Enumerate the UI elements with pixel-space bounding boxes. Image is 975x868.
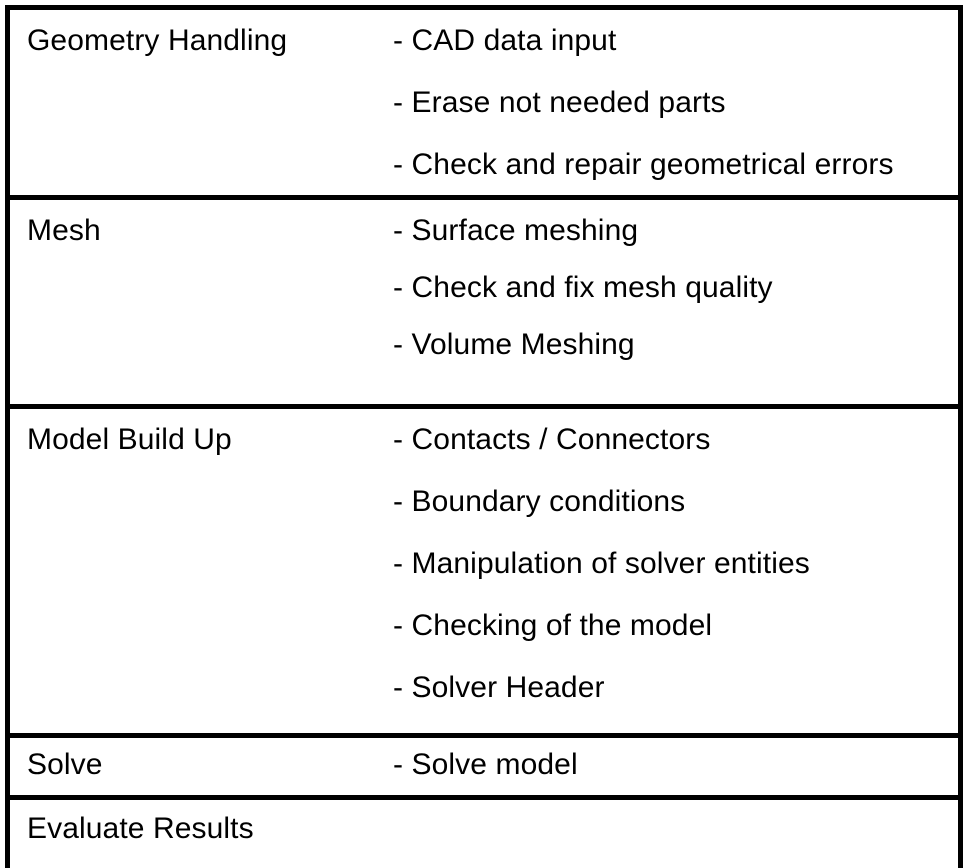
process-table: Geometry Handling - CAD data input - Era… bbox=[5, 5, 963, 868]
table-row: Geometry Handling - CAD data input - Era… bbox=[10, 10, 958, 200]
stage-cell-solve: Solve bbox=[10, 738, 393, 790]
table-row: Model Build Up - Contacts / Connectors -… bbox=[10, 409, 958, 738]
task-item: - Boundary conditions bbox=[393, 485, 686, 518]
stage-label: Geometry Handling bbox=[27, 24, 288, 57]
stage-label: Evaluate Results bbox=[27, 812, 254, 845]
task-item: - Erase not needed parts bbox=[393, 86, 726, 119]
task-item: - Manipulation of solver entities bbox=[393, 547, 810, 580]
stage-label: Mesh bbox=[27, 214, 101, 247]
stage-cell-mesh: Mesh bbox=[10, 200, 393, 248]
task-item: - Volume Meshing bbox=[393, 328, 635, 361]
stage-cell-evaluate-results: Evaluate Results bbox=[10, 800, 393, 860]
task-item: - Surface meshing bbox=[393, 214, 639, 247]
stage-cell-geometry-handling: Geometry Handling bbox=[10, 10, 393, 58]
task-cell-geometry-handling: - CAD data input - Erase not needed part… bbox=[393, 10, 958, 194]
task-item: - Solve model bbox=[393, 748, 578, 781]
table-row: Evaluate Results bbox=[10, 800, 958, 868]
task-cell-model-build-up: - Contacts / Connectors - Boundary condi… bbox=[393, 409, 958, 717]
task-item: - Checking of the model bbox=[393, 609, 713, 642]
task-cell-mesh: - Surface meshing - Check and fix mesh q… bbox=[393, 200, 958, 374]
stage-cell-model-build-up: Model Build Up bbox=[10, 409, 393, 457]
task-cell-evaluate-results bbox=[393, 800, 958, 826]
task-item: - Check and fix mesh quality bbox=[393, 271, 773, 304]
stage-label: Model Build Up bbox=[27, 423, 232, 456]
table-row: Mesh - Surface meshing - Check and fix m… bbox=[10, 200, 958, 409]
task-item: - Check and repair geometrical errors bbox=[393, 148, 894, 181]
task-item: - CAD data input bbox=[393, 24, 617, 57]
task-cell-solve: - Solve model bbox=[393, 738, 958, 790]
stage-label: Solve bbox=[27, 748, 103, 781]
task-item: - Solver Header bbox=[393, 671, 605, 704]
table-row: Solve - Solve model bbox=[10, 738, 958, 800]
task-item: - Contacts / Connectors bbox=[393, 423, 711, 456]
